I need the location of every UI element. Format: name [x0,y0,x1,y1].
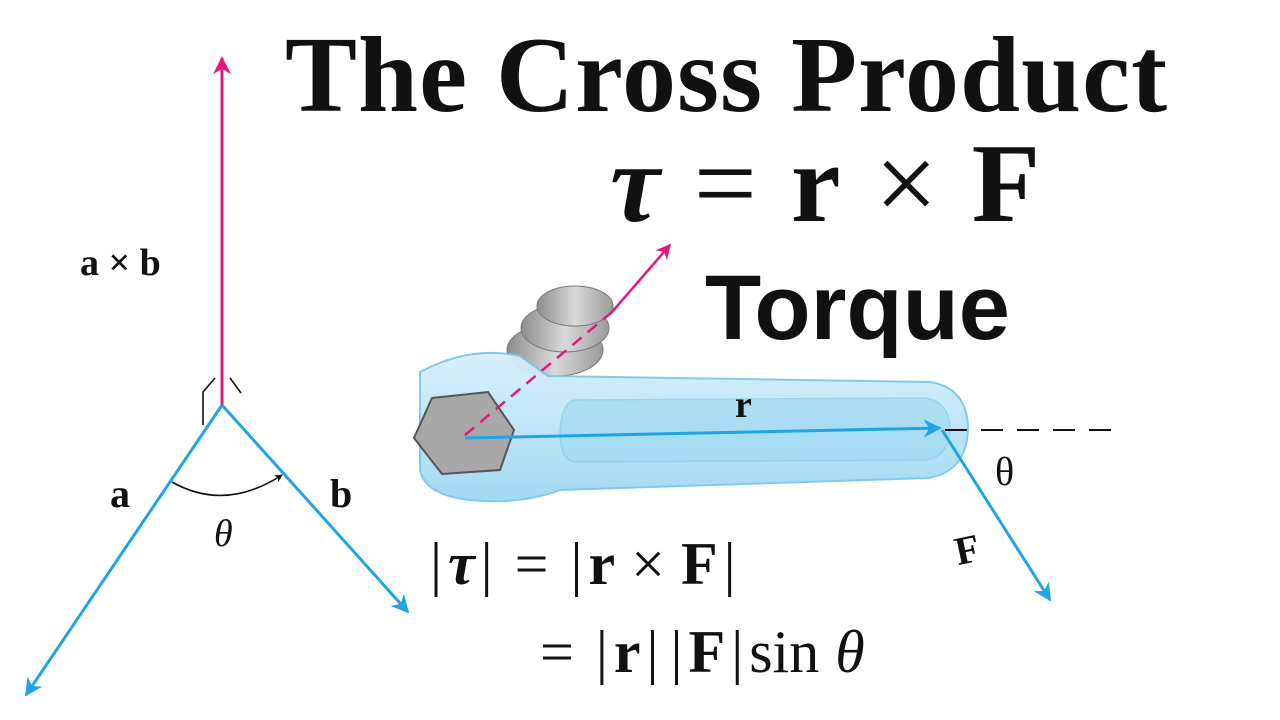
torque-vector-hidden [464,311,613,436]
torque-vector [611,243,671,313]
torque-formula: τ=r×F [610,128,1040,240]
cross-product-label: a × b [80,242,161,284]
angle-arc [171,474,283,497]
page-title: The Cross Product [285,16,1169,135]
abs-bar: | [480,531,493,597]
screw-icon [506,285,614,377]
abs-bar: | [731,619,744,685]
b-vector [220,403,410,614]
right-angle-marker [202,377,242,425]
eq2-sin: sin [749,619,820,685]
subtitle: Torque [705,257,1010,359]
abs-bar: | [646,619,659,685]
eq2-equals: = [540,619,574,685]
eq-tau: τ [448,531,475,597]
abs-bar: | [723,531,736,597]
formula-f: F [971,122,1041,246]
eq-equals: = [514,531,549,597]
eq2-f: F [688,619,726,685]
theta-label: θ [214,513,233,555]
a-label: a [110,471,130,516]
formula-times: × [874,122,938,246]
abs-bar: | [670,619,683,685]
abs-bar: | [570,531,583,597]
eq2-r: r [613,619,641,685]
r-vector [464,419,942,440]
formula-tau: τ [610,122,660,246]
eq-times: × [631,531,666,597]
abs-bar: | [595,619,608,685]
cross-product-diagram [24,56,410,697]
eq-r: r [588,531,616,597]
abs-bar: | [430,531,443,597]
torque-wrench-diagram [412,243,1125,602]
bolt-icon [412,390,516,476]
f-vector [940,429,1052,602]
a-vector [24,404,224,697]
wrench-theta-label: θ [995,449,1015,494]
eq2-theta: θ [835,619,865,685]
formula-r: r [790,122,841,246]
formula-equals: = [693,122,757,246]
b-label: b [330,471,353,516]
r-label: r [735,384,752,426]
eq-f: F [681,531,718,597]
equation-line-1: |τ|=|r×F| [424,534,742,594]
